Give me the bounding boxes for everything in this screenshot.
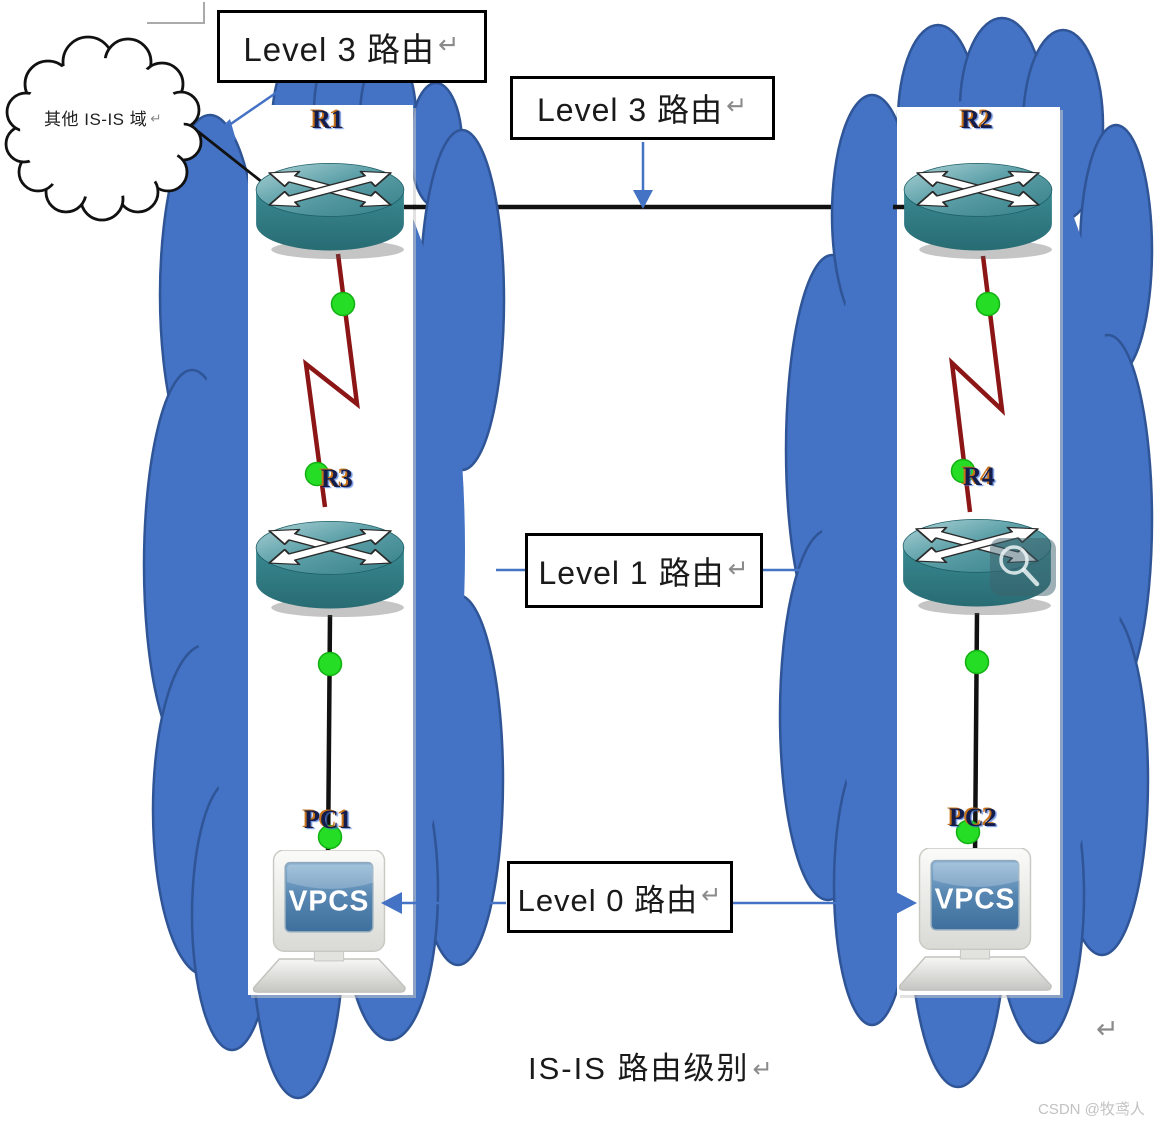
- label-r1: R1: [312, 105, 344, 134]
- paragraph-mark: ↵: [726, 92, 748, 120]
- status-dot-pc2: [955, 819, 981, 845]
- other-domain-cloud[interactable]: [4, 35, 203, 222]
- host-pc2[interactable]: [898, 848, 1052, 991]
- paragraph-mark: ↵: [727, 554, 750, 583]
- level3-top-label: Level 3 路由: [243, 30, 435, 68]
- paragraph-mark: ↵: [438, 30, 461, 59]
- label-r2: R2: [961, 105, 993, 134]
- status-dot-pc1: [317, 824, 343, 850]
- status-dot-r4-up: [950, 458, 976, 484]
- status-dot-r4-down: [964, 649, 990, 675]
- level3-top-label-box[interactable]: Level 3 路由↵: [217, 10, 487, 83]
- serial-link-r1-r3: [303, 253, 360, 508]
- watermark: CSDN @牧鸢人: [1038, 1101, 1145, 1118]
- label-r3: R3: [321, 464, 353, 493]
- arrowhead-to-cloud: [209, 119, 236, 140]
- magnifier-icon: [999, 545, 1029, 575]
- text-boundary-corner-mark: [147, 2, 205, 24]
- status-dot-r3-down: [317, 651, 343, 677]
- arrowhead-to-backbone: [633, 190, 653, 209]
- level1-label-box[interactable]: Level 1 路由↵: [525, 533, 763, 608]
- paragraph-mark: ↵: [752, 1056, 775, 1083]
- annotation-connectors: [221, 86, 898, 905]
- stray-paragraph-mark: ↵: [1096, 1014, 1119, 1044]
- arrowhead-to-pc2: [896, 892, 917, 914]
- status-dot-r3-up: [304, 461, 330, 487]
- label-r4: R4: [963, 462, 995, 491]
- annotation-arrowheads: [209, 119, 917, 914]
- level0-label-box[interactable]: Level 0 路由↵: [507, 861, 733, 933]
- paragraph-mark: ↵: [150, 111, 163, 126]
- paragraph-mark: ↵: [701, 881, 723, 909]
- diagram-caption: IS-IS 路由级别↵: [528, 1051, 775, 1086]
- connector-level3-cloud: [221, 86, 284, 132]
- status-dot-r2: [975, 291, 1001, 317]
- level3-link-label: Level 3 路由: [536, 92, 724, 128]
- status-dot-r1: [330, 291, 356, 317]
- label-pc1: PC1: [304, 805, 352, 834]
- other-domain-text: 其他 IS-IS 域↵: [44, 110, 163, 129]
- interface-status-dots: [304, 291, 1001, 850]
- level0-label: Level 0 路由: [517, 882, 699, 918]
- serial-link-r2-r4: [949, 255, 1005, 513]
- magnifier-overlay-r4[interactable]: [990, 538, 1056, 596]
- level1-label: Level 1 路由: [538, 554, 725, 591]
- label-pc2: PC2: [949, 803, 997, 832]
- arrowhead-to-pc1: [381, 892, 402, 914]
- level3-link-label-box[interactable]: Level 3 路由↵: [510, 76, 775, 140]
- host-pc1[interactable]: [252, 850, 406, 993]
